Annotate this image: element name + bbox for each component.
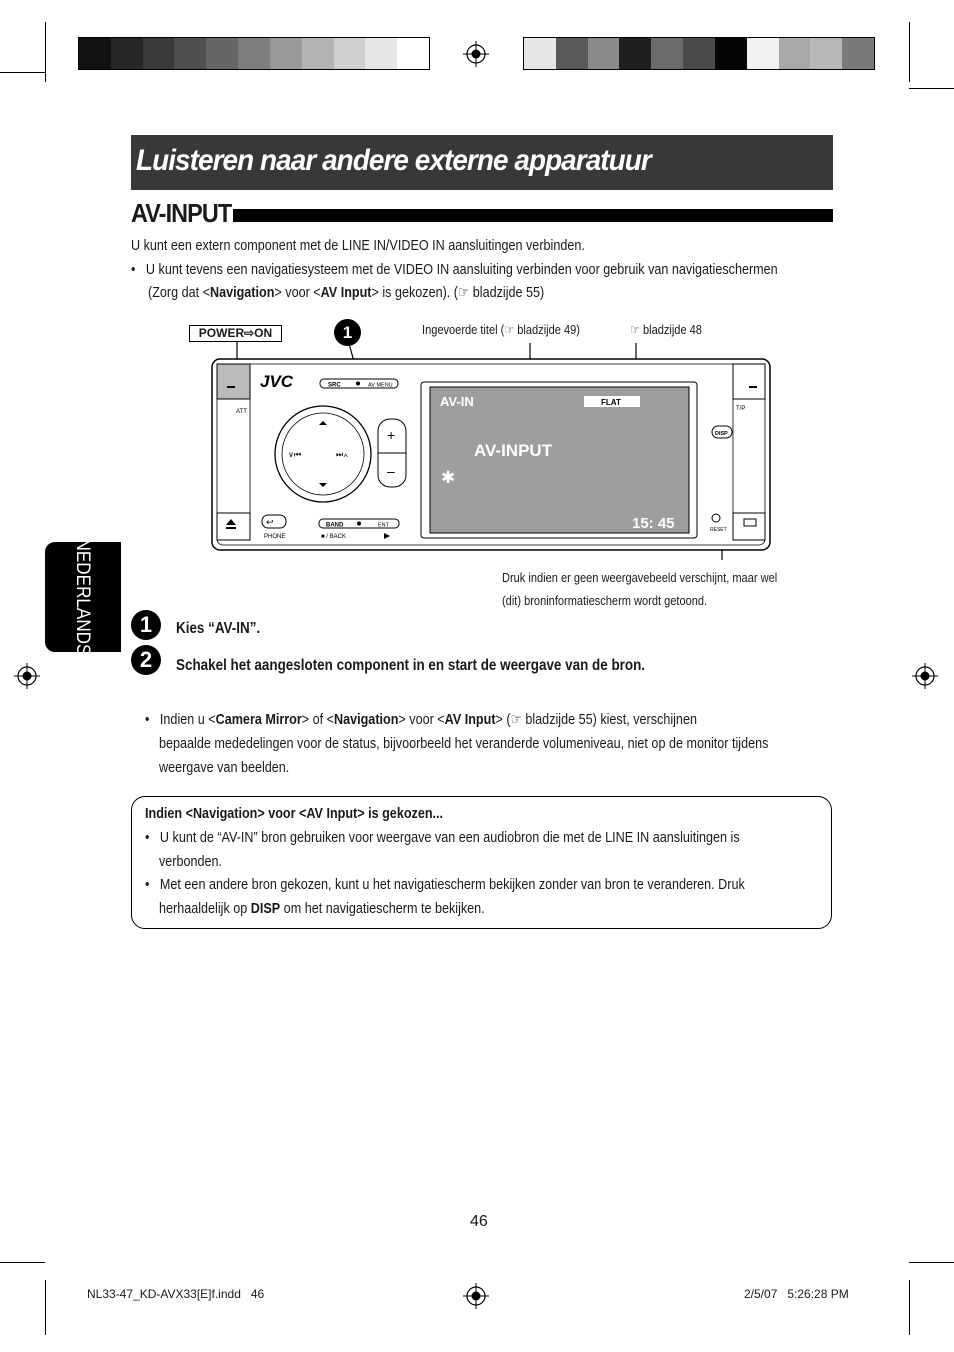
note-heading: Indien <Navigation> voor <AV Input> is g… xyxy=(145,805,444,822)
svg-text:PHONE: PHONE xyxy=(264,534,285,540)
svg-text:∨⏮: ∨⏮ xyxy=(288,450,301,459)
svg-text:AV-INPUT: AV-INPUT xyxy=(474,441,553,460)
note-bullet-2: • Met een andere bron gekozen, kunt u he… xyxy=(145,876,745,893)
disp-note-line-1: Druk indien er geen weergavebeeld versch… xyxy=(502,570,778,585)
svg-text:BAND: BAND xyxy=(326,523,344,529)
note-bullet-2-cont: herhaaldelijk op DISP om het navigatiesc… xyxy=(159,900,485,917)
color-swatch xyxy=(269,38,302,69)
color-swatch xyxy=(746,38,779,69)
color-swatch xyxy=(842,38,874,69)
svg-text:JVC: JVC xyxy=(260,372,294,391)
title-bar xyxy=(131,135,833,190)
registration-mark-icon xyxy=(463,1283,489,1309)
info-bullet-line-1: • Indien u <Camera Mirror> of <Navigatio… xyxy=(145,711,697,728)
disp-note-line-2: (dit) broninformatiescherm wordt getoond… xyxy=(502,593,708,608)
svg-text:AV-IN: AV-IN xyxy=(440,394,474,409)
step-1-number: 1 xyxy=(131,610,161,640)
note-bullet-1-cont: verbonden. xyxy=(159,853,223,870)
info-bullet-line-3: weergave van beelden. xyxy=(159,759,290,776)
intro-bullet: • U kunt tevens een navigatiesysteem met… xyxy=(131,261,778,278)
color-swatch xyxy=(333,38,366,69)
note-box xyxy=(131,796,832,929)
page-title: Luisteren naar andere externe apparatuur xyxy=(136,144,652,177)
intro-bullet-cont: (Zorg dat <Navigation> voor <AV Input> i… xyxy=(148,284,545,301)
svg-text:ENT: ENT xyxy=(378,523,390,529)
color-swatch xyxy=(365,38,398,69)
color-swatch xyxy=(301,38,334,69)
color-swatch xyxy=(619,38,652,69)
label-ingevoerde-titel: Ingevoerde titel (☞ bladzijde 49) xyxy=(422,322,580,337)
color-swatch xyxy=(651,38,684,69)
footer-timestamp: 2/5/07 5:26:28 PM xyxy=(744,1287,849,1301)
svg-text:–: – xyxy=(387,463,395,479)
color-swatch xyxy=(810,38,843,69)
color-swatch xyxy=(587,38,620,69)
color-swatch xyxy=(778,38,811,69)
language-tab xyxy=(45,542,121,652)
registration-mark-icon xyxy=(463,41,489,67)
svg-text:DISP: DISP xyxy=(715,431,728,437)
svg-text:AV MENU: AV MENU xyxy=(368,383,393,389)
svg-text:+: + xyxy=(387,427,395,443)
svg-text:15: 45: 15: 45 xyxy=(632,515,675,532)
info-bullet-line-2: bepaalde mededelingen voor de status, bi… xyxy=(159,735,769,752)
intro-bullet-text: U kunt tevens een navigatiesysteem met d… xyxy=(145,261,778,278)
color-swatch xyxy=(714,38,747,69)
section-rule xyxy=(233,209,833,222)
label-bladzijde-48: ☞ bladzijde 48 xyxy=(630,322,702,337)
power-on-label: POWER⇨ON xyxy=(189,325,282,342)
svg-text:⏭∧: ⏭∧ xyxy=(336,450,348,459)
step-1-text: Kies “AV-IN”. xyxy=(176,620,261,637)
color-swatch xyxy=(555,38,588,69)
svg-text:RESET: RESET xyxy=(710,527,727,533)
svg-text:■ / BACK: ■ / BACK xyxy=(321,534,346,540)
step-2-number: 2 xyxy=(131,645,161,675)
section-heading: AV-INPUT xyxy=(131,198,232,228)
language-tab-label: NEDERLANDS xyxy=(72,538,93,656)
svg-text:T/P: T/P xyxy=(736,406,745,412)
svg-text:ATT: ATT xyxy=(236,409,247,415)
color-bar-right xyxy=(523,37,875,70)
color-swatch xyxy=(174,38,207,69)
note-bullet-1: • U kunt de “AV-IN” bron gebruiken voor … xyxy=(145,829,740,846)
color-swatch xyxy=(397,38,429,69)
callout-number-1: 1 xyxy=(334,319,361,346)
page-number: 46 xyxy=(470,1213,488,1230)
color-bar-left xyxy=(78,37,430,70)
color-swatch xyxy=(142,38,175,69)
color-swatch xyxy=(79,38,111,69)
registration-mark-icon xyxy=(14,663,40,689)
footer-file-name: NL33-47_KD-AVX33[E]f.indd 46 xyxy=(87,1287,265,1301)
svg-text:FLAT: FLAT xyxy=(601,398,621,407)
registration-mark-icon xyxy=(912,663,938,689)
svg-text:↩: ↩ xyxy=(266,517,274,527)
svg-text:✱: ✱ xyxy=(441,468,455,487)
color-swatch xyxy=(524,38,556,69)
color-swatch xyxy=(206,38,239,69)
step-2-text: Schakel het aangesloten component in en … xyxy=(176,657,646,674)
color-swatch xyxy=(110,38,143,69)
color-swatch xyxy=(238,38,270,69)
car-stereo-diagram: JVC SRC AV MENU ATT ∨⏮ ⏭∧ + – ↩ PHONE BAND… xyxy=(211,339,771,560)
color-swatch xyxy=(683,38,715,69)
intro-text: U kunt een extern component met de LINE … xyxy=(131,237,585,254)
svg-text:SRC: SRC xyxy=(328,383,341,389)
